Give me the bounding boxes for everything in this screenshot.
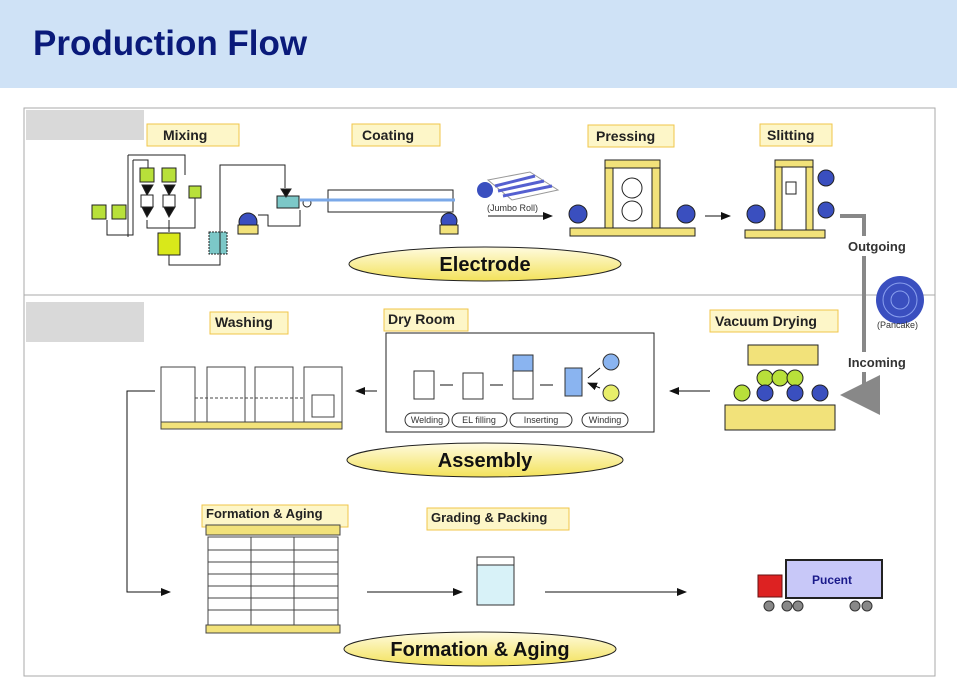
svg-text:Coating: Coating — [362, 127, 414, 143]
pressing-equipment — [568, 159, 696, 237]
vacuum-drying-equipment — [724, 344, 836, 431]
mixing-equipment — [91, 154, 286, 266]
grading-packing-box — [476, 556, 515, 606]
svg-text:EL filling: EL filling — [462, 415, 496, 425]
svg-text:Assembly: Assembly — [438, 450, 533, 472]
step-label-mixing: Mixing — [146, 123, 240, 147]
svg-text:Formation & Aging: Formation & Aging — [206, 506, 323, 521]
stage-formation-aging: Formation & Aging — [343, 631, 617, 667]
svg-text:Formation & Aging: Formation & Aging — [390, 639, 569, 661]
svg-text:Dry Room: Dry Room — [388, 311, 455, 327]
svg-text:Inserting: Inserting — [524, 415, 559, 425]
pancake-roll: (Pancake) — [876, 276, 924, 330]
dry-room-step-winding: Winding — [581, 412, 629, 428]
dry-room: Welding EL filling Inserting Winding — [385, 332, 655, 433]
step-label-slitting: Slitting — [759, 123, 833, 147]
stage-electrode: Electrode — [348, 246, 622, 282]
dry-room-step-el-filling: EL filling — [451, 412, 508, 428]
svg-text:Pressing: Pressing — [596, 128, 655, 144]
washing-equipment — [160, 366, 343, 430]
coating-equipment — [237, 188, 459, 235]
arrow-to-formation — [126, 390, 171, 596]
svg-text:(Pancake): (Pancake) — [877, 320, 918, 330]
svg-text:Slitting: Slitting — [767, 127, 814, 143]
svg-text:(Jumbo Roll): (Jumbo Roll) — [487, 203, 538, 213]
section-tab-electrode — [26, 110, 144, 140]
header-band — [0, 0, 957, 88]
step-label-dry-room: Dry Room — [383, 308, 469, 332]
svg-text:Electrode: Electrode — [439, 254, 530, 276]
step-label-washing: Washing — [209, 311, 289, 335]
formation-aging-equipment — [205, 524, 341, 634]
outgoing-label: Outgoing — [848, 239, 906, 254]
svg-text:Vacuum Drying: Vacuum Drying — [715, 313, 817, 329]
svg-text:Winding: Winding — [589, 415, 622, 425]
jumbo-roll: (Jumbo Roll) — [477, 171, 560, 213]
step-label-coating: Coating — [351, 123, 441, 147]
svg-text:Grading & Packing: Grading & Packing — [431, 510, 547, 525]
svg-text:Washing: Washing — [215, 314, 273, 330]
delivery-truck: Pucent — [757, 559, 883, 612]
slitting-equipment — [744, 159, 835, 239]
step-label-vacuum-drying: Vacuum Drying — [709, 309, 839, 333]
svg-text:Mixing: Mixing — [163, 127, 207, 143]
dry-room-step-welding: Welding — [404, 412, 450, 428]
page-title: Production Flow — [33, 24, 308, 63]
step-label-pressing: Pressing — [587, 124, 675, 148]
dry-room-step-inserting: Inserting — [509, 412, 573, 428]
stage-assembly: Assembly — [346, 442, 624, 478]
transfer-arrow — [840, 214, 880, 415]
incoming-label: Incoming — [848, 355, 906, 370]
step-label-grading-packing: Grading & Packing — [426, 507, 570, 531]
svg-text:Pucent: Pucent — [812, 573, 852, 587]
section-tab-assembly — [26, 302, 144, 342]
diagram-frame — [23, 107, 936, 677]
svg-text:Welding: Welding — [411, 415, 443, 425]
step-label-formation-aging: Formation & Aging — [201, 504, 349, 528]
